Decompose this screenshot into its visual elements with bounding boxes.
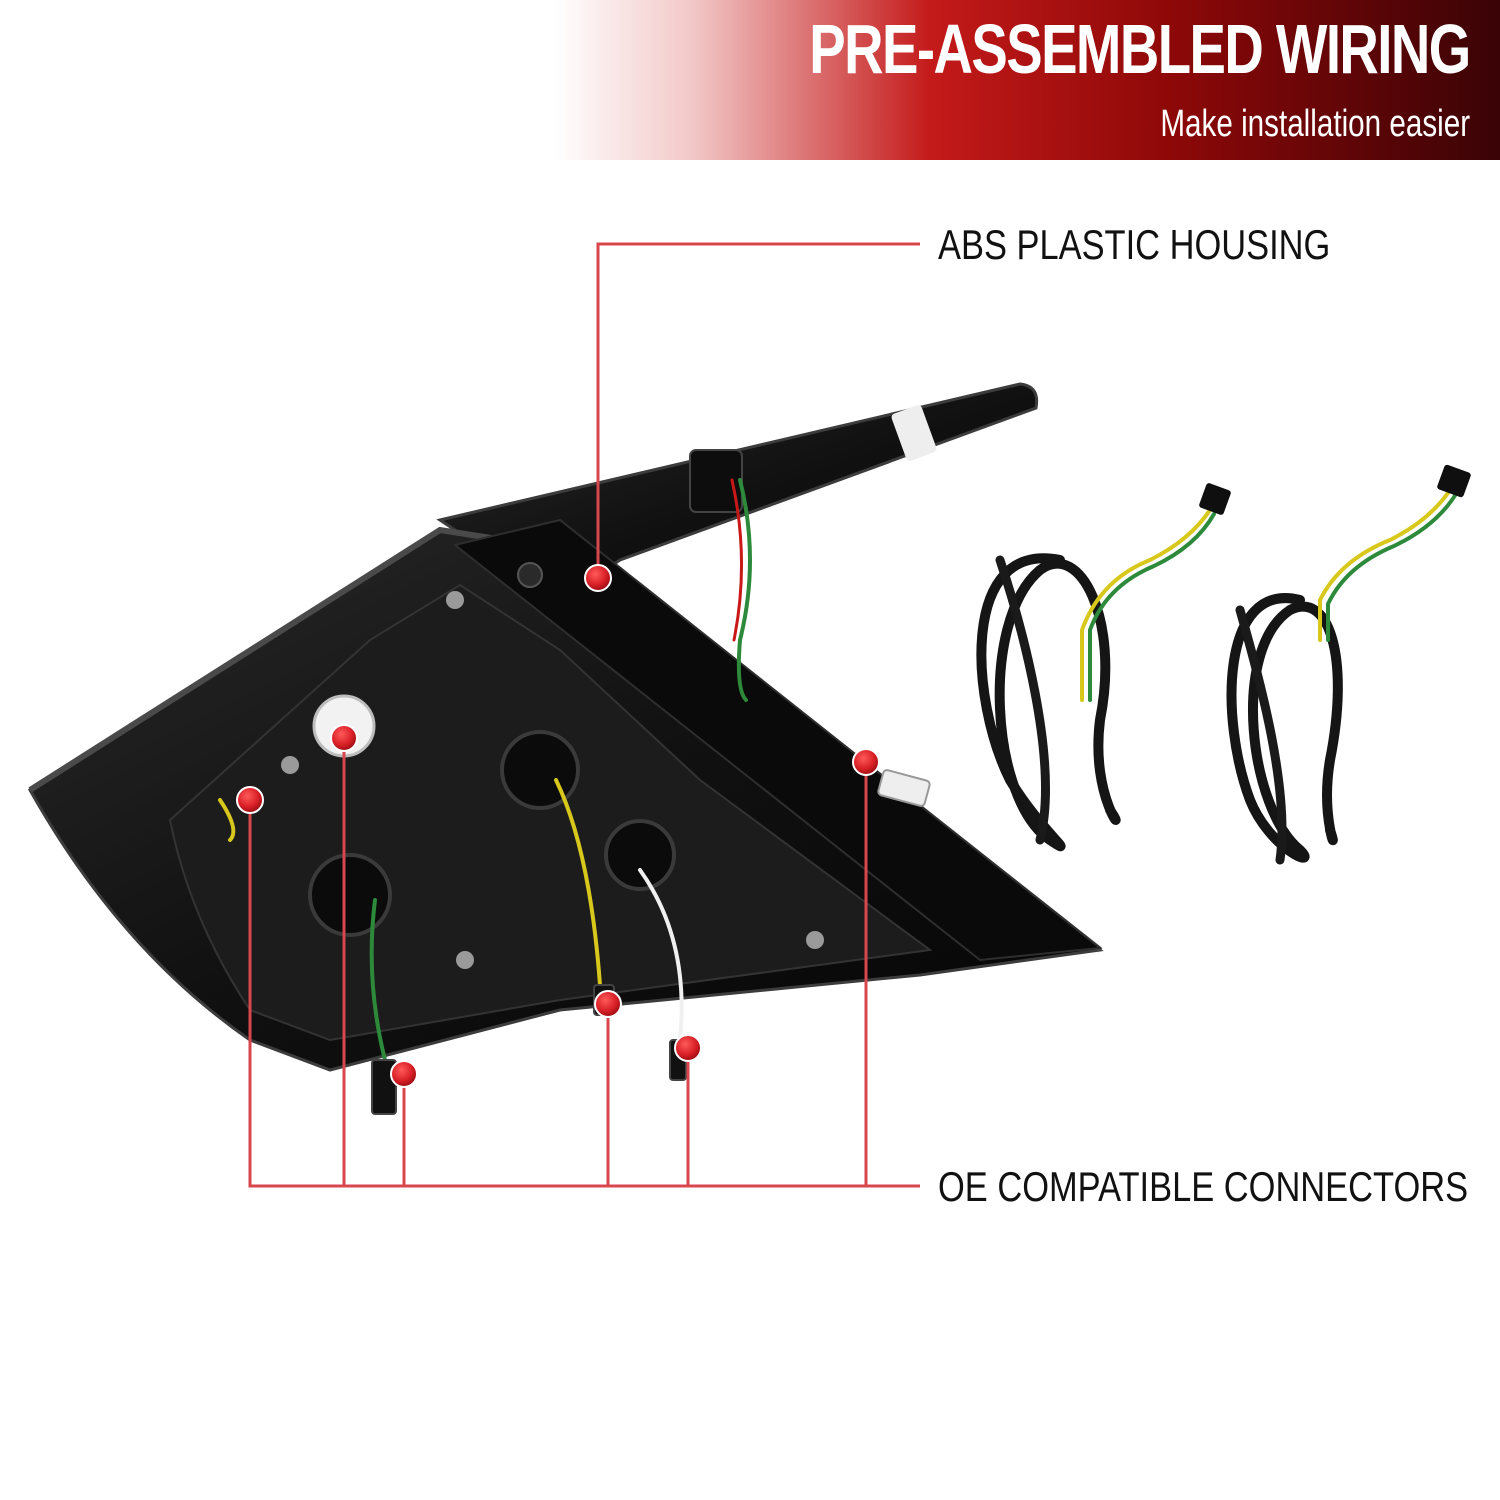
red-dot-marker [674, 1034, 702, 1062]
extension-harness-1 [976, 483, 1231, 852]
tail-light-housing [27, 382, 1104, 1072]
red-dot-marker [330, 724, 358, 752]
red-dot-marker [584, 564, 612, 592]
leader-lines [248, 242, 920, 1188]
banner-title: PRE-ASSEMBLED WIRING [809, 10, 1472, 88]
red-dot-marker [236, 786, 264, 814]
callout-housing: ABS PLASTIC HOUSING [938, 221, 1331, 268]
banner-subtitle: Make installation easier [1160, 103, 1470, 145]
housing-leader-line [596, 242, 920, 578]
header-banner: PRE-ASSEMBLED WIRING Make installation e… [0, 0, 1500, 160]
red-dot-marker [594, 990, 622, 1018]
markers [236, 564, 880, 1088]
connectors-leader-line [248, 800, 920, 1188]
red-dot-marker [390, 1060, 418, 1088]
callout-connectors: OE COMPATIBLE CONNECTORS [938, 1163, 1469, 1210]
extension-harness-2 [1226, 464, 1471, 865]
red-dot-marker [852, 748, 880, 776]
housing-wires [218, 478, 931, 1115]
